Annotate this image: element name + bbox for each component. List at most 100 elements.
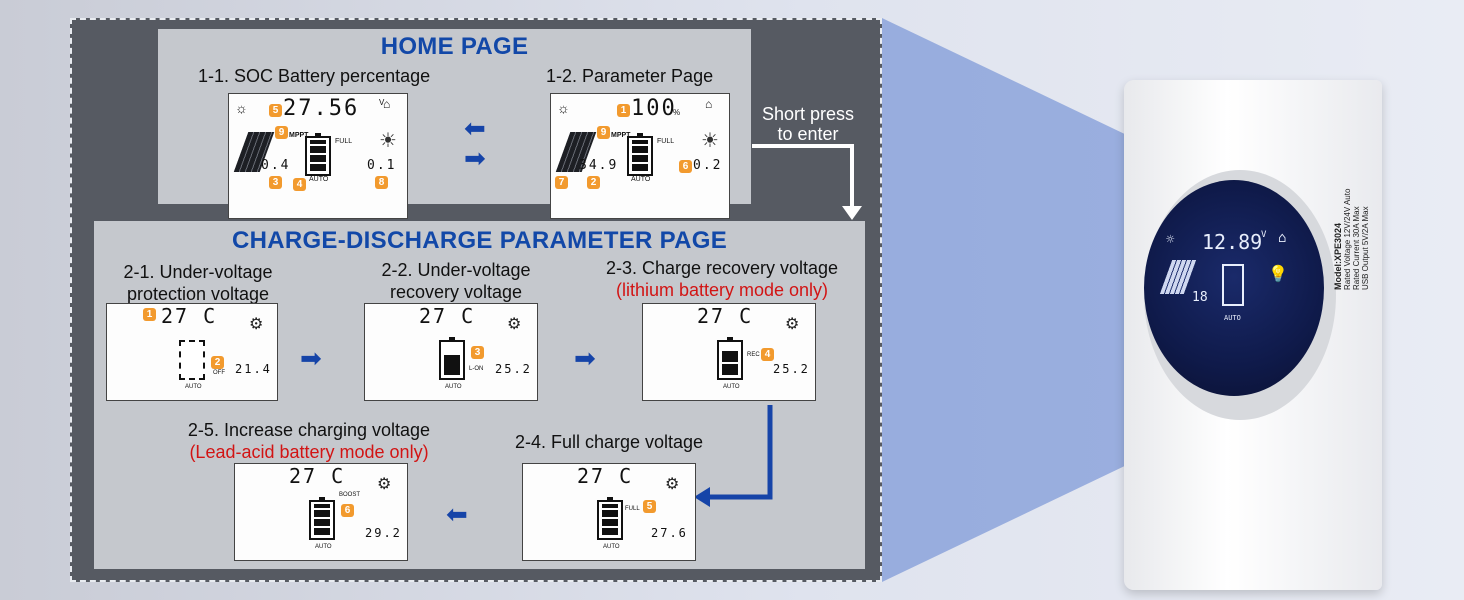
- battery-icon: [305, 133, 331, 176]
- s21-screen: 1 27 C ⚙ 2 OFF 21.4 AUTO: [106, 303, 278, 401]
- s25-screen: 27 C ⚙ BOOST 6 29.2 AUTO: [234, 463, 408, 561]
- soc-unit: V: [379, 98, 385, 107]
- home-icon: ⌂: [383, 97, 391, 111]
- device-solar-icon: [1159, 260, 1197, 294]
- soc-right-value: 0.1: [367, 158, 397, 173]
- gear-icon: ⚙: [507, 316, 522, 333]
- s23-tag: REC: [747, 352, 760, 358]
- s22-label-line1: 2-2. Under-voltage: [381, 260, 531, 280]
- s22-tag: L-ON: [469, 366, 484, 372]
- s21-value: 21.4: [235, 362, 272, 376]
- s25-value: 29.2: [365, 526, 402, 540]
- soc-label: 1-1. SOC Battery percentage: [198, 66, 431, 86]
- bulb-icon: ☀: [379, 130, 397, 152]
- s23-label-line2: (lithium battery mode only): [615, 280, 829, 300]
- bulb-icon: ☀: [701, 130, 719, 152]
- s21-label-line1: 2-1. Under-voltage: [123, 262, 273, 282]
- badge-9: 9: [597, 126, 610, 139]
- sun-icon: ☼: [235, 100, 248, 116]
- battery-icon: [179, 340, 205, 380]
- home-page-title: HOME PAGE: [380, 33, 529, 60]
- sun-icon: ☼: [557, 100, 570, 116]
- device-battery-icon: [1222, 264, 1244, 306]
- s23-screen: 27 C ⚙ REC 4 25.2 AUTO: [642, 303, 816, 401]
- s22-label: 2-2. Under-voltage recovery voltage: [366, 259, 546, 303]
- mppt-text: MPPT: [611, 132, 631, 139]
- note-line-1: Short press: [761, 104, 855, 124]
- s23-top: 27 C: [697, 304, 754, 328]
- battery-icon: [439, 337, 465, 380]
- auto-text: AUTO: [315, 544, 332, 550]
- mppt-text: MPPT: [289, 132, 309, 139]
- s24-screen: 27 C ⚙ FULL 5 27.6 AUTO: [522, 463, 696, 561]
- badge-3: 3: [471, 346, 484, 359]
- s23-label-line1: 2-3. Charge recovery voltage: [605, 258, 839, 278]
- param-right-value: 0.2: [693, 158, 723, 173]
- s21-top: 27 C: [161, 304, 218, 328]
- s21-label-line2: protection voltage: [126, 284, 270, 304]
- s24-top: 27 C: [577, 464, 634, 488]
- s22-value: 25.2: [495, 362, 532, 376]
- badge-6: 6: [341, 504, 354, 517]
- s21-tag: OFF: [213, 370, 225, 376]
- s25-top: 27 C: [289, 464, 346, 488]
- badge-8: 8: [375, 176, 388, 189]
- model-line-2: Rated Voltage 12V/24V Auto: [1343, 188, 1352, 290]
- s23-value: 25.2: [773, 362, 810, 376]
- soc-top-value: 27.56: [283, 96, 360, 121]
- badge-5: 5: [643, 500, 656, 513]
- arrow-left-icon: ⬅: [446, 499, 468, 529]
- full-text: FULL: [335, 138, 353, 145]
- device-model-label: Model:XPE3024 Rated Voltage 12V/24V Auto…: [1333, 188, 1370, 290]
- arrow-right-icon: ➡: [464, 143, 486, 173]
- device-screen-current: 18: [1192, 290, 1208, 305]
- charge-discharge-box: CHARGE-DISCHARGE PARAMETER PAGE 2-1. Und…: [94, 221, 865, 569]
- s22-label-line2: recovery voltage: [389, 282, 523, 302]
- device-screen-unit: V: [1261, 230, 1267, 240]
- s22-top: 27 C: [419, 304, 476, 328]
- enter-arrow: [752, 144, 862, 220]
- home-icon: ⌂: [705, 97, 713, 111]
- param-left-value: 34.9: [579, 158, 619, 173]
- badge-4: 4: [761, 348, 774, 361]
- model-line-3: Rated Current 30A Max: [1352, 206, 1361, 290]
- short-press-note: Short press to enter: [756, 104, 860, 144]
- badge-7: 7: [555, 176, 568, 189]
- gear-icon: ⚙: [377, 476, 392, 493]
- badge-2: 2: [211, 356, 224, 369]
- charge-page-title: CHARGE-DISCHARGE PARAMETER PAGE: [231, 227, 728, 254]
- soc-screen: ☼ 5 27.56 V ⌂ 9 MPPT FULL ☀ 0.4 0.1 3 4 …: [228, 93, 408, 219]
- auto-text: AUTO: [603, 544, 620, 550]
- bulb-icon: 💡: [1268, 264, 1288, 283]
- gear-icon: ⚙: [249, 316, 264, 333]
- s25-label-line2: (Lead-acid battery mode only): [189, 442, 429, 462]
- home-icon: ⌂: [1278, 230, 1287, 246]
- device-screen-mode: AUTO: [1224, 314, 1241, 322]
- arrow-right-icon: ➡: [300, 343, 322, 373]
- s25-tag: BOOST: [339, 492, 361, 498]
- model-line-1: Model:XPE3024: [1333, 222, 1343, 290]
- arrow-left-icon: ⬅: [464, 113, 486, 143]
- param-unit: %: [673, 108, 681, 117]
- down-left-arrow: [694, 405, 773, 507]
- badge-6: 6: [679, 160, 692, 173]
- battery-icon: [597, 497, 623, 540]
- sun-icon: ☼: [1166, 232, 1175, 248]
- s22-screen: 27 C ⚙ 3 L-ON 25.2 AUTO: [364, 303, 538, 401]
- auto-text: AUTO: [309, 176, 329, 183]
- device-screen-value: 12.89: [1202, 230, 1263, 254]
- gear-icon: ⚙: [665, 476, 680, 493]
- s24-tag: FULL: [625, 506, 640, 512]
- device-screen: 12.89 V ☼ ⌂ 18 AUTO 💡: [1144, 180, 1324, 396]
- auto-text: AUTO: [185, 384, 202, 390]
- auto-text: AUTO: [631, 176, 651, 183]
- home-page-box: HOME PAGE 1-1. SOC Battery percentage 1-…: [158, 29, 751, 219]
- s25-label: 2-5. Increase charging voltage (Lead-aci…: [176, 419, 442, 463]
- gear-icon: ⚙: [785, 316, 800, 333]
- full-text: FULL: [657, 138, 675, 145]
- auto-text: AUTO: [723, 384, 740, 390]
- param-label: 1-2. Parameter Page: [546, 66, 714, 86]
- badge-5: 5: [269, 104, 282, 117]
- badge-1: 1: [143, 308, 156, 321]
